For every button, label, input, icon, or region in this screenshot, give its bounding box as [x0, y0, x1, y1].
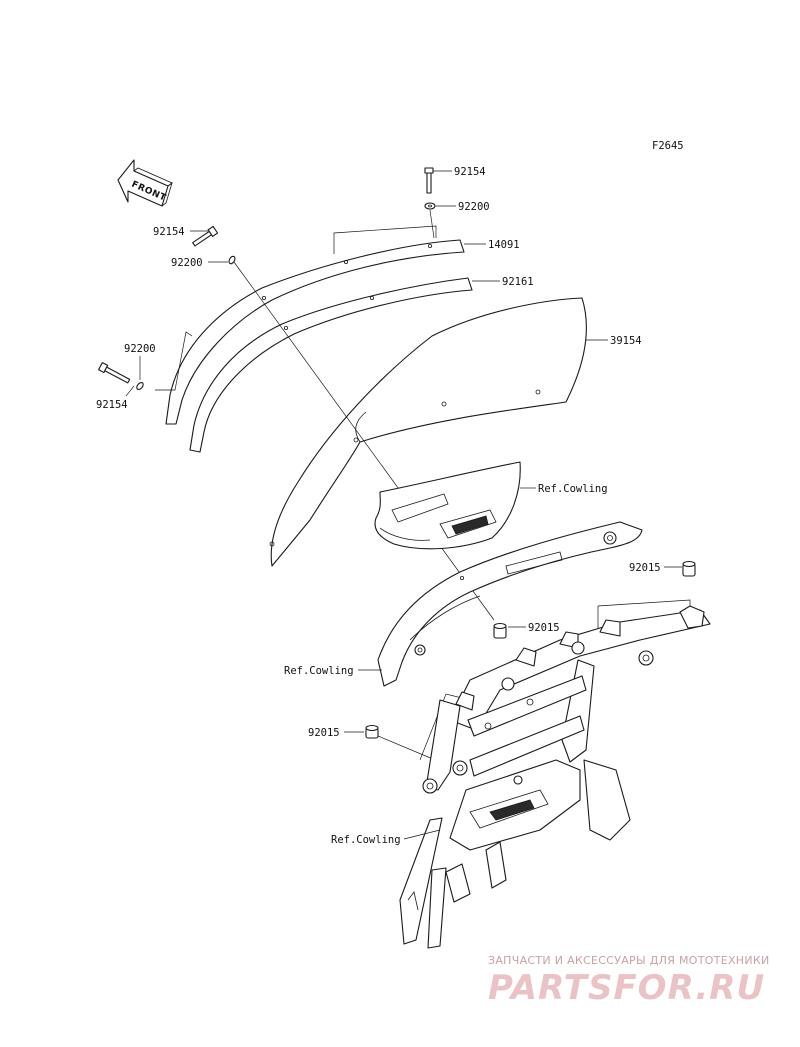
- label-cover: 14091: [488, 239, 520, 251]
- washer-left-lower: [136, 381, 144, 391]
- watermark-caption: ЗАПЧАСТИ И АКСЕССУАРЫ ДЛЯ МОТОТЕХНИКИ: [488, 954, 770, 967]
- label-ref-cowling-1: Ref.Cowling: [538, 483, 608, 495]
- label-trim: 92161: [502, 276, 534, 288]
- windshield-part: [269, 297, 587, 567]
- washer-top: [424, 202, 436, 210]
- label-ref-cowling-3: Ref.Cowling: [331, 834, 401, 846]
- front-arrow: FRONT: [117, 159, 173, 207]
- label-grommet-left: 92015: [308, 727, 340, 739]
- trim-part: [189, 277, 473, 453]
- bolt-top: [424, 167, 434, 194]
- label-ref-cowling-2: Ref.Cowling: [284, 665, 354, 677]
- bolt-left-upper: [192, 225, 219, 247]
- cowling-upper: [374, 461, 521, 550]
- cover-part: [165, 239, 465, 425]
- label-washer-top: 92200: [458, 201, 490, 213]
- label-bolt-left-lower: 92154: [96, 399, 128, 411]
- label-washer-left-upper: 92200: [171, 257, 203, 269]
- grommet-mid: [493, 622, 507, 639]
- figure-code: F2645: [652, 140, 684, 152]
- grommet-right: [682, 560, 696, 577]
- washer-left-upper: [228, 255, 236, 265]
- label-windshield: 39154: [610, 335, 642, 347]
- watermark-logo: PARTSFOR.RU: [488, 968, 766, 1008]
- label-grommet-mid: 92015: [528, 622, 560, 634]
- label-washer-left-lower: 92200: [124, 343, 156, 355]
- frame-stay: [399, 605, 711, 949]
- grommet-left: [365, 724, 379, 739]
- label-bolt-left-upper: 92154: [153, 226, 185, 238]
- label-bolt-top: 92154: [454, 166, 486, 178]
- label-grommet-right: 92015: [629, 562, 661, 574]
- bolt-left-lower: [98, 362, 131, 384]
- cowling-bracket: [377, 521, 643, 687]
